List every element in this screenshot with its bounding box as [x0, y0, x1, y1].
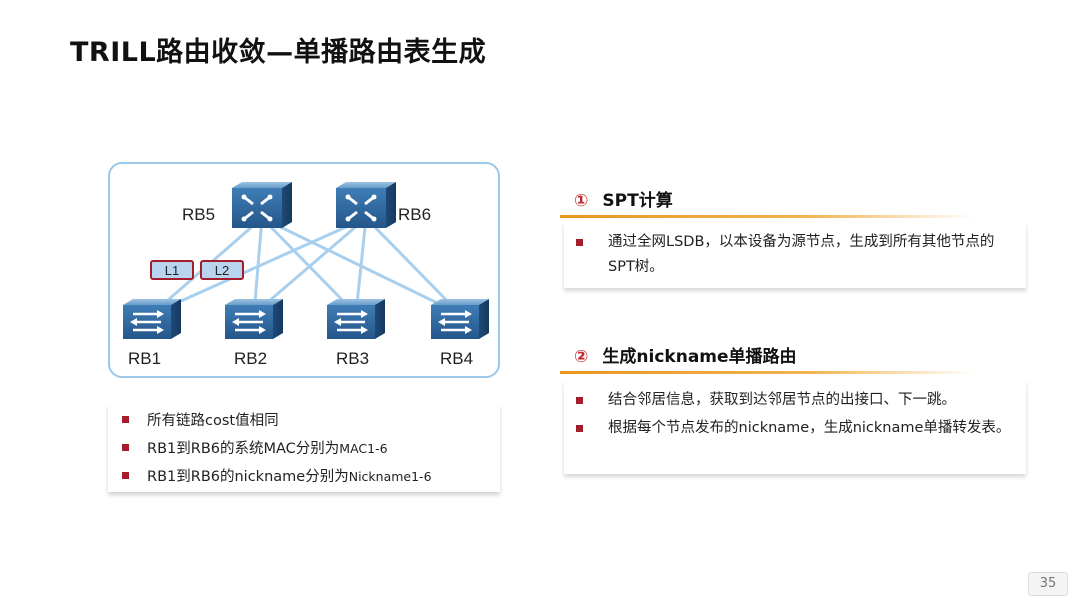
bullet-icon — [122, 443, 129, 451]
bullet-icon — [122, 471, 129, 479]
link-rb6-rb3 — [354, 217, 368, 315]
note-item: RB1到RB6的nickname分别为Nickname1-6 — [122, 465, 432, 486]
note-item: 所有链路cost值相同 — [122, 409, 279, 430]
panel-item: 通过全网LSDB，以本设备为源节点，生成到所有其他节点的SPT树。 — [576, 230, 1016, 280]
bullet-icon — [122, 415, 129, 423]
note-item: RB1到RB6的系统MAC分别为MAC1-6 — [122, 437, 388, 458]
device-label-rb4: RB4 — [440, 349, 474, 368]
bullet-icon — [576, 397, 583, 404]
device-label-rb2: RB2 — [234, 349, 268, 368]
section-panel-spt: 通过全网LSDB，以本设备为源节点，生成到所有其他节点的SPT树。 — [564, 222, 1026, 288]
panel-item-text: 根据每个节点发布的nickname，生成nickname单播转发表。 — [608, 420, 1011, 436]
devices-group — [123, 182, 489, 339]
panel-item: 根据每个节点发布的nickname，生成nickname单播转发表。 — [576, 416, 1016, 441]
panel-item-text: 结合邻居信息，获取到达邻居节点的出接口、下一跳。 — [608, 392, 956, 408]
switch-icon-rb3 — [327, 299, 385, 339]
router-icon-rb5 — [232, 182, 292, 228]
section-number: ① — [574, 191, 589, 211]
section-heading-nickname: ② 生成nickname单播路由 — [574, 342, 797, 367]
section-divider — [560, 215, 975, 218]
note-text: RB1到RB6的系统MAC分别为 — [147, 441, 340, 457]
section-divider — [560, 371, 975, 374]
router-icon-rb6 — [336, 182, 396, 228]
device-label-rb1: RB1 — [128, 349, 162, 368]
panel-item: 结合邻居信息，获取到达邻居节点的出接口、下一跳。 — [576, 388, 1016, 413]
switch-icon-rb2 — [225, 299, 283, 339]
note-small-text: MAC1-6 — [339, 441, 388, 456]
section-title: 生成nickname单播路由 — [602, 347, 797, 367]
note-text: RB1到RB6的nickname分别为 — [147, 469, 349, 485]
switch-icon-rb4 — [431, 299, 489, 339]
device-label-rb3: RB3 — [336, 349, 370, 368]
note-text: 所有链路cost值相同 — [147, 413, 279, 429]
conditions-panel: 所有链路cost值相同 RB1到RB6的系统MAC分别为MAC1-6 RB1到R… — [108, 404, 500, 492]
page-number: 35 — [1028, 572, 1068, 596]
link-rb6-rb1 — [151, 216, 367, 316]
note-small-text: Nickname1-6 — [348, 469, 432, 484]
section-number: ② — [574, 347, 589, 367]
section-title: SPT计算 — [602, 191, 673, 211]
topology-svg — [123, 182, 489, 339]
panel-item-text: 通过全网LSDB，以本设备为源节点，生成到所有其他节点的SPT树。 — [608, 234, 995, 275]
device-label-rb6: RB6 — [398, 205, 432, 224]
link-rb6-rb2 — [253, 216, 367, 316]
page-title: TRILL路由收敛—单播路由表生成 — [70, 37, 487, 68]
section-panel-nickname: 结合邻居信息，获取到达邻居节点的出接口、下一跳。 根据每个节点发布的nickna… — [564, 380, 1026, 474]
links-group — [151, 216, 462, 316]
link-rb6-rb4 — [364, 216, 462, 316]
topology-diagram: RB5 RB6 RB1 RB2 RB3 RB4 L1 L2 — [108, 162, 500, 378]
link-tag-l2: L2 — [200, 260, 244, 280]
bullet-icon — [576, 425, 583, 432]
device-label-rb5: RB5 — [182, 205, 216, 224]
section-heading-spt: ① SPT计算 — [574, 186, 673, 211]
link-tag-l1: L1 — [150, 260, 194, 280]
bullet-icon — [576, 239, 583, 246]
switch-icon-rb1 — [123, 299, 181, 339]
